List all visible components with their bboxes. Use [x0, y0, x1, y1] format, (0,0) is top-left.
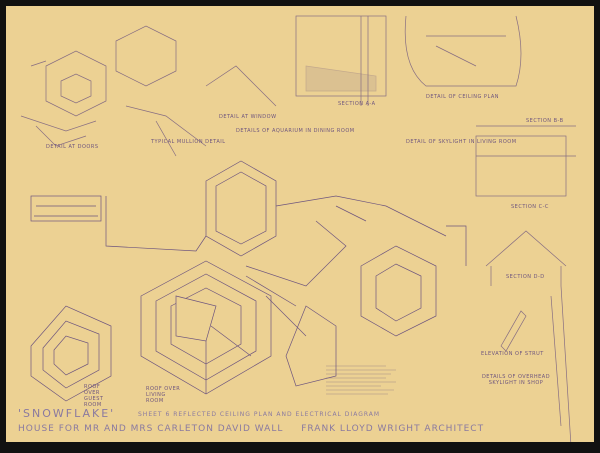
architectural-drawing [20, 15, 576, 442]
roof-plans [30, 260, 272, 402]
architect-line: FRANK LLOYD WRIGHT ARCHITECT [301, 424, 485, 434]
label-detail-window: DETAIL AT WINDOW [219, 114, 277, 120]
label-section-bb: SECTION B-B [526, 118, 564, 124]
notes-block [326, 365, 396, 395]
label-section-cc: SECTION C-C [511, 204, 549, 210]
label-roof-guest: ROOF OVER GUEST ROOM [84, 384, 104, 408]
sheet-title: SHEET 6 REFLECTED CEILING PLAN AND ELECT… [138, 411, 381, 418]
aquarium-sections [295, 15, 522, 106]
title-block: HOUSE FOR MR AND MRS CARLETON DAVID WALL… [18, 424, 484, 434]
client-line: HOUSE FOR MR AND MRS CARLETON DAVID WALL [18, 424, 284, 434]
label-section-aa: SECTION A-A [338, 101, 376, 107]
roof-living-hex [140, 260, 272, 395]
drawing-sheet: DETAILS OF AQUARIUM IN DINING ROOM SECTI… [6, 6, 594, 442]
label-skylight-corner: DETAIL OF SKYLIGHT IN LIVING ROOM [406, 139, 517, 145]
label-section-dd: SECTION D-D [506, 274, 545, 280]
floor-plan-axonometric [30, 160, 467, 387]
top-left-details [20, 25, 277, 157]
label-aquarium: DETAILS OF AQUARIUM IN DINING ROOM [236, 128, 355, 134]
label-mullion: TYPICAL MULLION DETAIL [151, 139, 226, 145]
label-detail-doors: DETAIL AT DOORS [46, 144, 99, 150]
label-roof-living: ROOF OVER LIVING ROOM [146, 386, 181, 404]
title-name: 'SNOWFLAKE' [18, 407, 116, 420]
roof-guest-hex [30, 305, 112, 402]
label-strut: ELEVATION OF STRUT [481, 351, 544, 357]
label-ceiling-plan: DETAIL OF CEILING PLAN [426, 94, 500, 100]
right-sections [475, 125, 576, 442]
label-shop-skylight: DETAILS OF OVERHEAD SKYLIGHT IN SHOP [481, 374, 551, 386]
